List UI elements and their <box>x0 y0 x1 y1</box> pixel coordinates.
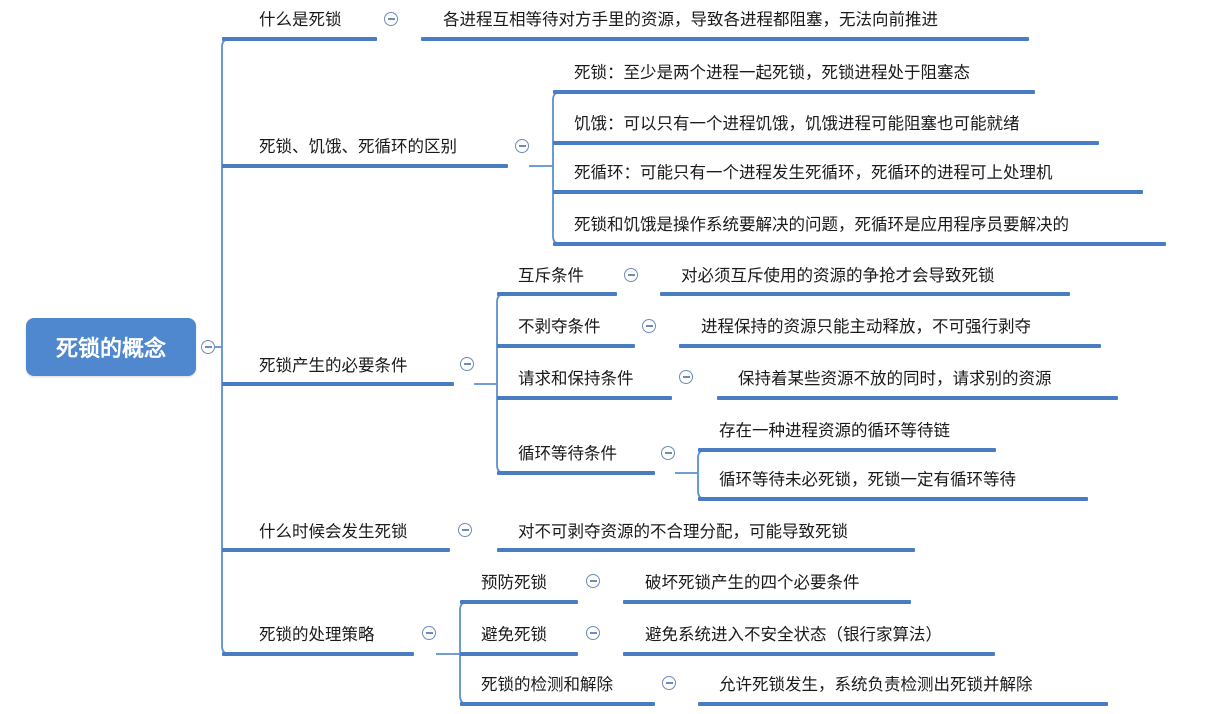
strategy-detection[interactable]: 死锁的检测和解除 <box>481 675 613 694</box>
collapse-icon[interactable] <box>624 268 638 282</box>
leaf-underline <box>623 652 995 656</box>
branch-underline <box>222 382 454 386</box>
leaf-definition[interactable]: 各进程互相等待对方手里的资源，导致各进程都阻塞，无法向前推进 <box>443 10 938 29</box>
leaf-underline <box>660 292 1070 296</box>
condition-underline <box>497 471 655 475</box>
branch-underline <box>222 652 414 656</box>
leaf-underline <box>698 448 996 452</box>
collapse-icon[interactable] <box>586 574 600 588</box>
leaf-underline <box>623 600 911 604</box>
leaf-responsibility[interactable]: 死锁和饥饿是操作系统要解决的问题，死循环是应用程序员要解决的 <box>574 215 1069 234</box>
leaf-underline <box>553 242 1166 246</box>
leaf-underline <box>497 548 915 552</box>
condition-mutual-exclusion[interactable]: 互斥条件 <box>518 266 584 285</box>
condition-hold-and-wait[interactable]: 请求和保持条件 <box>518 369 634 388</box>
leaf-underline <box>679 344 1101 348</box>
leaf-mutual-exclusion[interactable]: 对必须互斥使用的资源的争抢才会导致死锁 <box>681 266 995 285</box>
leaf-infinite-loop[interactable]: 死循环：可能只有一个进程发生死循环，死循环的进程可上处理机 <box>574 163 1053 182</box>
collapse-icon[interactable] <box>460 357 474 371</box>
leaf-detection[interactable]: 允许死锁发生，系统负责检测出死锁并解除 <box>719 675 1033 694</box>
leaf-no-preemption[interactable]: 进程保持的资源只能主动释放，不可强行剥夺 <box>701 317 1031 336</box>
collapse-icon[interactable] <box>201 340 215 354</box>
leaf-prevention[interactable]: 破坏死锁产生的四个必要条件 <box>645 573 860 592</box>
collapse-icon[interactable] <box>515 139 529 153</box>
branch-underline <box>222 164 508 168</box>
leaf-circular-chain[interactable]: 存在一种进程资源的循环等待链 <box>719 421 950 440</box>
collapse-icon[interactable] <box>679 370 693 384</box>
root-node[interactable]: 死锁的概念 <box>26 318 196 376</box>
leaf-underline <box>553 141 1099 145</box>
collapse-icon[interactable] <box>384 12 398 26</box>
collapse-icon[interactable] <box>642 319 656 333</box>
leaf-hold-and-wait[interactable]: 保持着某些资源不放的同时，请求别的资源 <box>738 369 1052 388</box>
leaf-circular-note[interactable]: 循环等待未必死锁，死锁一定有循环等待 <box>719 470 1016 489</box>
condition-circular-wait[interactable]: 循环等待条件 <box>518 444 617 463</box>
leaf-underline <box>698 702 1108 706</box>
collapse-icon[interactable] <box>458 523 472 537</box>
leaf-underline <box>553 90 1035 94</box>
strategy-underline <box>460 600 578 604</box>
collapse-icon[interactable] <box>661 446 675 460</box>
condition-underline <box>497 344 635 348</box>
collapse-icon[interactable] <box>422 626 436 640</box>
strategy-prevention[interactable]: 预防死锁 <box>481 573 547 592</box>
collapse-icon[interactable] <box>586 626 600 640</box>
collapse-icon[interactable] <box>662 676 676 690</box>
condition-underline <box>497 292 617 296</box>
leaf-deadlock[interactable]: 死锁：至少是两个进程一起死锁，死锁进程处于阻塞态 <box>574 63 970 82</box>
branch-when-occurs[interactable]: 什么时候会发生死锁 <box>259 522 408 541</box>
leaf-underline <box>698 497 1088 501</box>
strategy-underline <box>460 702 655 706</box>
branch-necessary-conditions[interactable]: 死锁产生的必要条件 <box>259 356 408 375</box>
branch-underline <box>222 37 377 41</box>
branch-underline <box>222 548 450 552</box>
branch-difference[interactable]: 死锁、饥饿、死循环的区别 <box>259 137 457 156</box>
condition-underline <box>497 396 672 400</box>
leaf-underline <box>717 396 1118 400</box>
condition-no-preemption[interactable]: 不剥夺条件 <box>518 317 601 336</box>
leaf-avoidance[interactable]: 避免系统进入不安全状态（银行家算法） <box>645 625 942 644</box>
leaf-underline <box>553 190 1143 194</box>
strategy-underline <box>460 652 578 656</box>
strategy-avoidance[interactable]: 避免死锁 <box>481 625 547 644</box>
branch-handling[interactable]: 死锁的处理策略 <box>259 625 375 644</box>
branch-what-is-deadlock[interactable]: 什么是死锁 <box>259 10 342 29</box>
leaf-when-occurs[interactable]: 对不可剥夺资源的不合理分配，可能导致死锁 <box>518 522 848 541</box>
leaf-underline <box>421 37 1029 41</box>
leaf-starvation[interactable]: 饥饿：可以只有一个进程饥饿，饥饿进程可能阻塞也可能就绪 <box>574 114 1020 133</box>
